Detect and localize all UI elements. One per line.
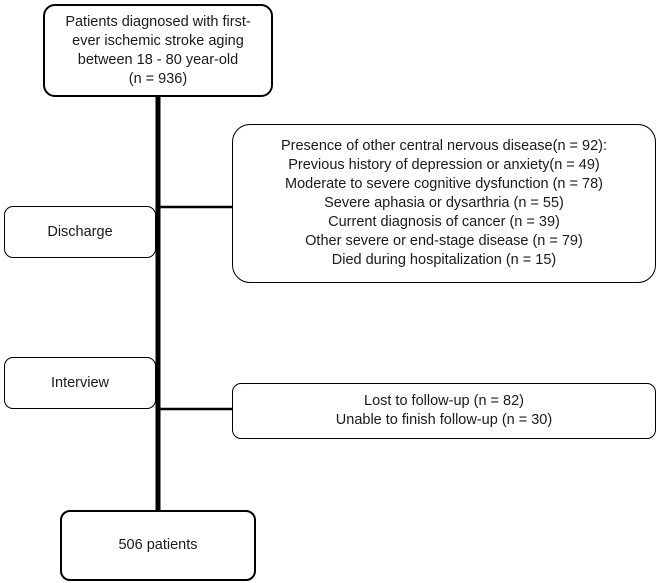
discharge-label: Discharge bbox=[47, 223, 113, 240]
follow-up-exclusions-box: Lost to follow-up (n = 82) Unable to fin… bbox=[232, 383, 656, 439]
exclusion-2-line-2: Unable to finish follow-up (n = 30) bbox=[335, 412, 553, 428]
enrollment-line-2: ever ischemic stroke aging bbox=[72, 32, 244, 49]
enrollment-line-4: (n = 936) bbox=[128, 70, 188, 87]
exclusion-1-line-5: Current diagnosis of cancer (n = 39) bbox=[328, 214, 560, 230]
final-cohort-label: 506 patients bbox=[118, 537, 198, 553]
enrollment-line-3: between 18 - 80 year-old bbox=[77, 51, 239, 68]
exclusion-1-line-7: Died during hospitalization (n = 15) bbox=[331, 252, 557, 268]
interview-box: Interview bbox=[4, 357, 156, 409]
discharge-exclusions-box: Presence of other central nervous diseas… bbox=[232, 124, 656, 283]
final-cohort-box: 506 patients bbox=[60, 510, 256, 581]
enrollment-line-1: Patients diagnosed with first- bbox=[65, 13, 251, 30]
exclusion-1-line-3: Moderate to severe cognitive dysfunction… bbox=[285, 176, 603, 192]
exclusion-1-line-1: Presence of other central nervous diseas… bbox=[280, 138, 608, 154]
exclusion-1-line-6: Other severe or end-stage disease (n = 7… bbox=[305, 233, 583, 249]
interview-label: Interview bbox=[50, 374, 110, 391]
exclusion-2-line-1: Lost to follow-up (n = 82) bbox=[364, 393, 524, 409]
discharge-box: Discharge bbox=[4, 206, 156, 258]
enrollment-box: Patients diagnosed with first- ever isch… bbox=[43, 4, 273, 97]
exclusion-1-line-2: Previous history of depression or anxiet… bbox=[288, 157, 600, 173]
exclusion-1-line-4: Severe aphasia or dysarthria (n = 55) bbox=[324, 195, 564, 211]
